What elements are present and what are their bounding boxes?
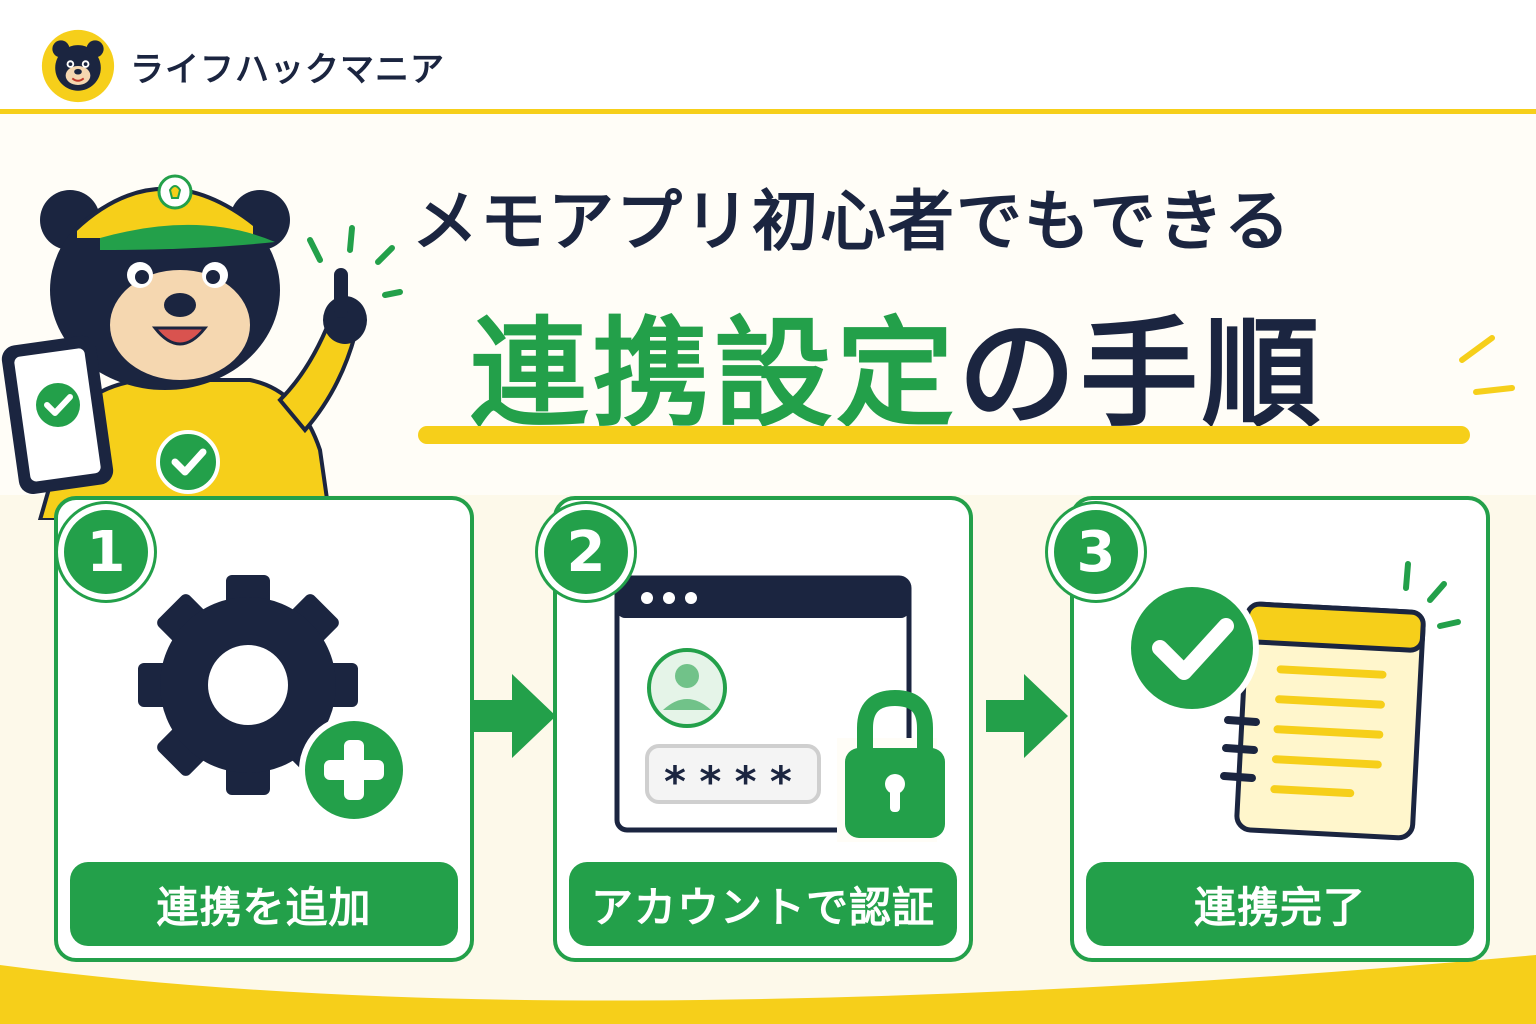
brand-name: ライフハックマニア [130,49,445,90]
step-card-1: 連携を追加 [54,496,474,962]
step-2-badge: 2 [538,504,634,600]
title-underline [418,426,1470,444]
site-header: ライフハックマニア [0,0,1536,114]
gear-plus-icon [138,575,409,825]
arrow-right-icon [474,674,556,758]
step-3-label: 連携完了 [1086,862,1474,946]
bear-mascot-icon [41,29,115,103]
title-rest: の手順 [958,305,1325,443]
step-3-badge: 3 [1048,504,1144,600]
brand[interactable]: ライフハックマニア [40,28,445,104]
title-line-2: 連携設定の手順 [470,278,1324,449]
arrow-right-icon [986,674,1068,758]
step-2-label: アカウントで認証 [569,862,957,946]
bear-mascot-illustration [1,174,403,520]
step-card-2: **** アカウントで認証 [553,496,973,962]
login-window-lock-icon [614,575,945,842]
step-1-badge: 1 [58,504,154,600]
step-card-3: 連携完了 [1070,496,1490,962]
check-notebook-icon [1125,561,1461,841]
title-highlight: 連携設定 [470,305,959,443]
title-line-1: メモアプリ初心者でもできる [412,183,1293,260]
step-1-label: 連携を追加 [70,862,458,946]
password-field: **** [662,756,804,806]
